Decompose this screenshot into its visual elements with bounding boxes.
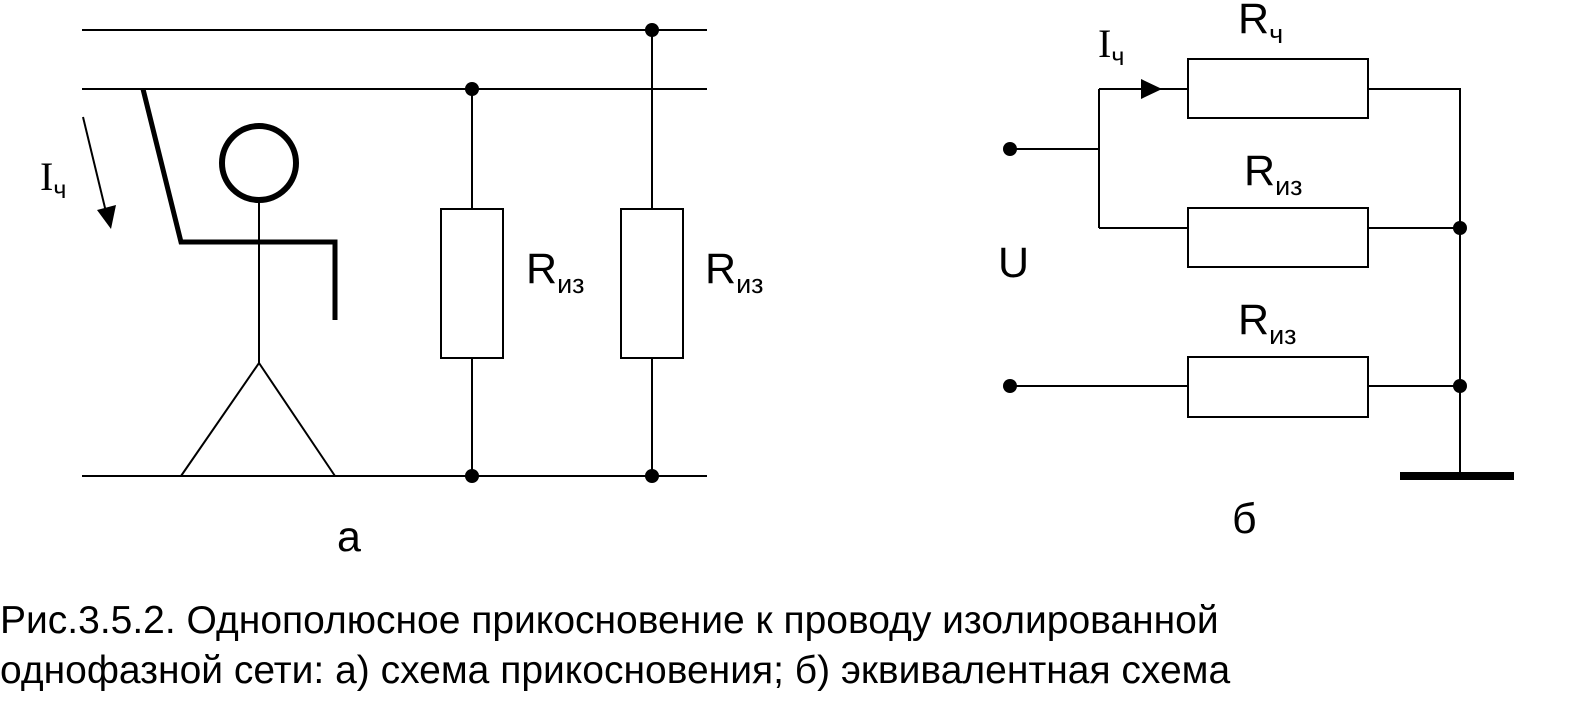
person-arm: [140, 88, 338, 320]
subfigure-letter-a: а: [337, 513, 361, 561]
subfigure-letter-b: б: [1232, 495, 1257, 543]
resistor-rch-label: Rч: [1238, 0, 1283, 49]
current-label-a: Iч: [40, 154, 66, 204]
resistor-2-label: Rиз: [705, 245, 764, 299]
resistor-riz-2: [1187, 356, 1369, 418]
junction-dot: [1453, 221, 1467, 235]
junction-dot: [1453, 379, 1467, 393]
diagram-b: [1010, 58, 1514, 480]
resistor-iz-2: [620, 208, 684, 359]
rch-lead-out: [1368, 88, 1461, 475]
resistor-iz-1: [440, 208, 504, 359]
junction-dot: [645, 23, 659, 37]
terminal-dot-top: [1003, 142, 1017, 156]
junction-dots-a: [465, 23, 659, 483]
resistor-1-label: Rиз: [526, 245, 585, 299]
figure-caption: Рис.3.5.2. Однополюсное прикосновение к …: [0, 596, 1573, 696]
resistor-rch: [1187, 58, 1369, 119]
resistor-riz-2-label: Rиз: [1238, 296, 1297, 350]
current-label-b: Iч: [1098, 21, 1124, 71]
terminal-dot-bottom: [1003, 379, 1017, 393]
person-legs: [180, 361, 336, 477]
diagram-a: [82, 29, 707, 477]
voltage-label: U: [998, 239, 1029, 287]
person-head: [219, 123, 299, 203]
junction-dot: [645, 469, 659, 483]
current-arrow-head: [97, 205, 116, 229]
junction-dot: [465, 82, 479, 96]
caption-line-2: однофазной сети: а) схема прикосновения;…: [0, 649, 1231, 692]
junction-dot: [465, 469, 479, 483]
current-arrow-shaft: [82, 116, 107, 213]
resistor-riz-1: [1187, 207, 1369, 268]
caption-line-1: Рис.3.5.2. Однополюсное прикосновение к …: [0, 599, 1219, 642]
junction-dots-b: [1003, 142, 1467, 393]
resistor-riz-1-label: Rиз: [1244, 147, 1303, 201]
current-arrow-head-b: [1141, 79, 1162, 99]
